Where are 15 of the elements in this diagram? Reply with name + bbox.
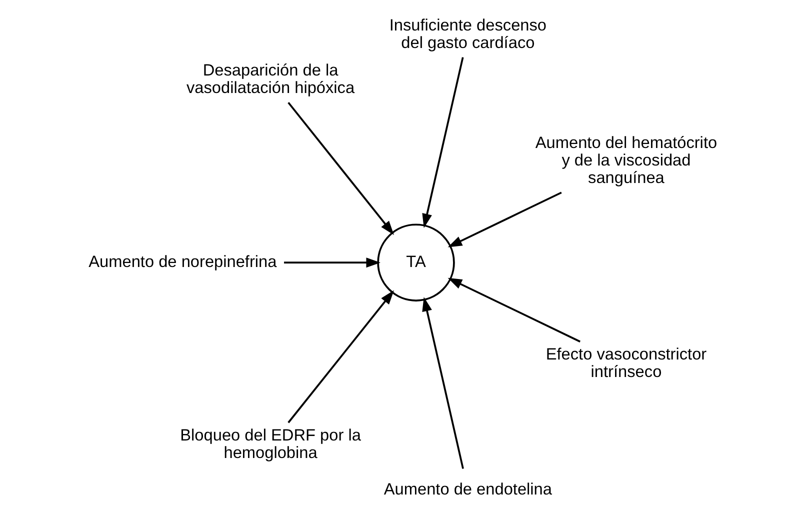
node-text: Desaparición de la vasodilatación hipóxica [186,62,354,98]
node-text: Aumento de endotelina [383,480,552,498]
node-text: Aumento del hematócrito y de la viscosidad sanguínea [534,134,717,188]
arrow [287,290,394,424]
node-text: Aumento de norepinefrina [88,252,276,271]
arrow [447,192,562,248]
arrow [287,102,394,235]
arrow [284,258,380,268]
node-text: Efecto vasoconstrictor intrínseco [545,345,706,381]
arrow [422,57,464,228]
arrow [447,278,580,342]
node-text: Insuficiente descenso del gasto cardíaco [388,16,546,52]
node-text: Bloqueo del EDRF por la hemoglobina [180,426,360,462]
node-circle: TA [376,224,454,302]
arrow [422,297,464,469]
